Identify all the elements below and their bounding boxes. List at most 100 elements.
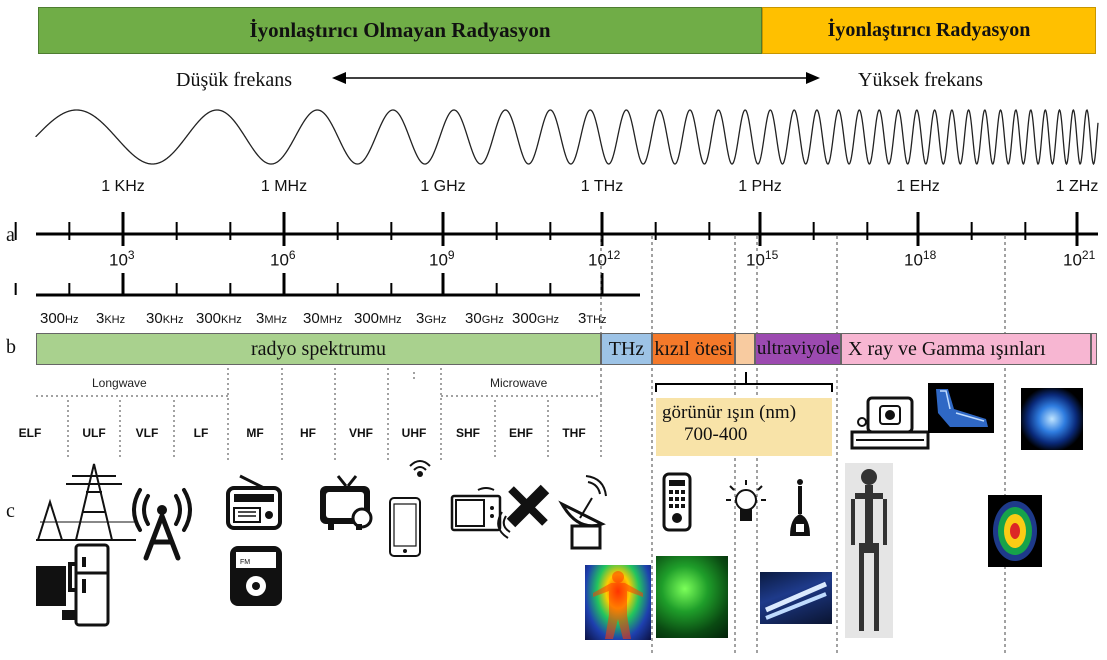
sub-tick-number: 30 bbox=[303, 310, 320, 327]
radio-subband-label: SHF bbox=[456, 426, 480, 440]
sub-tick-label: 3MHz bbox=[256, 310, 287, 328]
night-vision-image bbox=[656, 556, 728, 638]
power-label: 109 bbox=[429, 248, 455, 271]
sub-tick-number: 300 bbox=[512, 310, 538, 327]
power-base: 10 bbox=[588, 250, 607, 270]
sub-tick-label: 3GHz bbox=[416, 310, 446, 328]
frequency-unit-label: 1 GHz bbox=[420, 178, 466, 195]
non-ionizing-banner: İyonlaştırıcı Olmayan Radyasyon bbox=[38, 7, 762, 54]
power-base: 10 bbox=[1063, 250, 1082, 270]
sub-frequency-axis bbox=[14, 273, 640, 297]
electromagnetic-wave bbox=[35, 108, 1099, 166]
power-label: 1015 bbox=[746, 248, 778, 271]
sub-tick-unit: KHz bbox=[221, 314, 242, 326]
cosmic-nebula-image bbox=[1021, 388, 1083, 450]
power-label: 106 bbox=[270, 248, 296, 271]
power-exponent: 21 bbox=[1081, 248, 1096, 262]
power-base: 10 bbox=[270, 250, 289, 270]
power-exponent: 3 bbox=[127, 248, 135, 262]
infrared-band: kızıl ötesi bbox=[652, 333, 735, 365]
sub-tick-unit: THz bbox=[586, 314, 607, 326]
fm-radio-icon: FM bbox=[230, 546, 282, 606]
sub-tick-label: 300MHz bbox=[354, 310, 402, 328]
foot-xray-image bbox=[928, 383, 994, 433]
antenna-tower-icon bbox=[132, 488, 192, 561]
frequency-unit-label: 1 EHz bbox=[896, 178, 940, 195]
sub-tick-unit: MHz bbox=[379, 314, 402, 326]
power-label: 1018 bbox=[904, 248, 936, 271]
television-icon bbox=[320, 475, 373, 530]
radio-icon bbox=[226, 474, 282, 530]
sub-tick-label: 30KHz bbox=[146, 310, 183, 328]
sub-tick-number: 3 bbox=[578, 310, 587, 327]
frequency-unit-label: 1 KHz bbox=[101, 178, 145, 195]
ionizing-banner: İyonlaştırıcı Radyasyon bbox=[762, 7, 1096, 54]
radio-subband-dividers bbox=[36, 368, 602, 460]
row-label-c: c bbox=[6, 500, 15, 522]
smartphone-icon bbox=[389, 460, 431, 557]
sub-tick-label: 300GHz bbox=[512, 310, 559, 328]
satellite-icon bbox=[497, 484, 550, 539]
radio-subband-label: THF bbox=[562, 426, 586, 440]
power-base: 10 bbox=[904, 250, 923, 270]
power-base: 10 bbox=[429, 250, 448, 270]
radio-spectrum-band: radyo spektrumu bbox=[36, 333, 601, 365]
uv-tubes-image bbox=[760, 572, 832, 624]
sub-tick-unit: GHz bbox=[424, 314, 447, 326]
frequency-unit-label: 1 MHz bbox=[260, 178, 308, 195]
svg-text:FM: FM bbox=[240, 559, 250, 566]
low-frequency-label: Düşük frekans bbox=[176, 69, 293, 91]
radio-subband-label: VLF bbox=[135, 426, 159, 440]
radio-subband-label: EHF bbox=[509, 426, 533, 440]
sub-tick-unit: GHz bbox=[481, 314, 504, 326]
frequency-arrow bbox=[332, 72, 820, 84]
sub-tick-number: 3 bbox=[96, 310, 105, 327]
remote-control-icon bbox=[662, 472, 692, 532]
airport-scanner-icon bbox=[850, 396, 930, 450]
frequency-unit-label: 1 PHz bbox=[738, 178, 782, 195]
visible-bracket bbox=[655, 372, 833, 392]
sub-tick-unit: MHz bbox=[319, 314, 343, 326]
power-exponent: 18 bbox=[922, 248, 937, 262]
sub-tick-unit: Hz bbox=[65, 314, 79, 326]
power-exponent: 12 bbox=[606, 248, 621, 262]
power-exponent: 15 bbox=[764, 248, 779, 262]
sub-tick-number: 3 bbox=[256, 310, 265, 327]
sub-tick-unit: KHz bbox=[162, 314, 184, 326]
power-base: 10 bbox=[109, 250, 128, 270]
frequency-axis bbox=[14, 212, 1098, 246]
sub-tick-unit: KHz bbox=[104, 314, 126, 326]
microwave-oven-icon bbox=[450, 487, 502, 532]
power-exponent: 9 bbox=[447, 248, 455, 262]
sub-tick-number: 3 bbox=[416, 310, 425, 327]
radio-subband-label: ULF bbox=[82, 426, 106, 440]
sub-tick-label: 3KHz bbox=[96, 310, 125, 328]
sub-tick-number: 300 bbox=[40, 310, 66, 327]
bone-scan-image bbox=[845, 463, 893, 638]
radio-subband-label: HF bbox=[300, 426, 316, 440]
frequency-unit-label: 1 ZHz bbox=[1055, 178, 1099, 195]
uv-lamp-icon bbox=[790, 479, 810, 536]
radio-subband-label: VHF bbox=[349, 426, 373, 440]
refrigerator-icon bbox=[74, 543, 110, 627]
ultraviolet-band: ultraviyole bbox=[755, 333, 841, 365]
visible-band bbox=[735, 333, 755, 365]
xray-band-end bbox=[1091, 333, 1097, 365]
high-frequency-label: Yüksek frekans bbox=[858, 69, 983, 91]
brain-pet-image bbox=[988, 495, 1042, 567]
sub-tick-number: 30 bbox=[465, 310, 482, 327]
visible-light-range: 700-400 bbox=[684, 424, 748, 445]
radio-subband-label: LF bbox=[193, 426, 209, 440]
power-exponent: 6 bbox=[288, 248, 296, 262]
power-label: 1021 bbox=[1063, 248, 1095, 271]
sub-tick-label: 3THz bbox=[578, 310, 607, 328]
power-label: 1012 bbox=[588, 248, 620, 271]
sub-tick-unit: MHz bbox=[264, 314, 287, 326]
xray-gamma-band: X ray ve Gamma ışınları bbox=[841, 333, 1091, 365]
thermal-body-image bbox=[585, 565, 651, 640]
microwave-label: Microwave bbox=[490, 376, 548, 390]
row-label-b: b bbox=[6, 336, 16, 358]
satellite-dish-icon bbox=[558, 475, 607, 550]
